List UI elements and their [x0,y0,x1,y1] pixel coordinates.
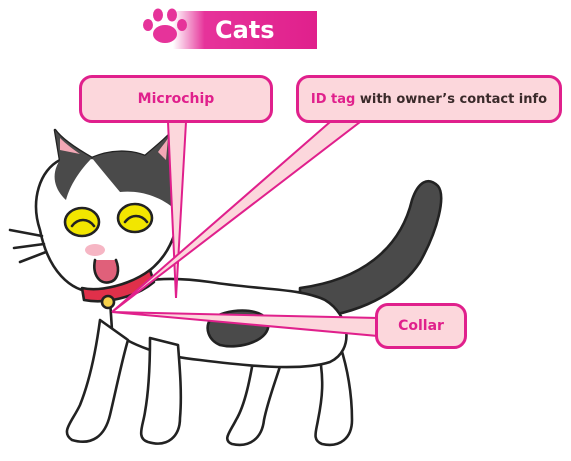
collar-callout: Collar [375,303,467,349]
id-tag-callout: ID tag with owner’s contact info [296,75,562,123]
title-gradient [173,11,317,49]
id-tag-label: ID tag [310,91,356,107]
paw-print-icon [143,8,187,43]
microchip-label: Microchip [137,91,215,107]
collar-label: Collar [398,318,444,334]
title-banner: Cats [133,5,317,49]
page-title: Cats [215,16,275,44]
id-tag-description: with owner’s contact info [355,91,548,107]
microchip-callout: Microchip [79,75,273,123]
